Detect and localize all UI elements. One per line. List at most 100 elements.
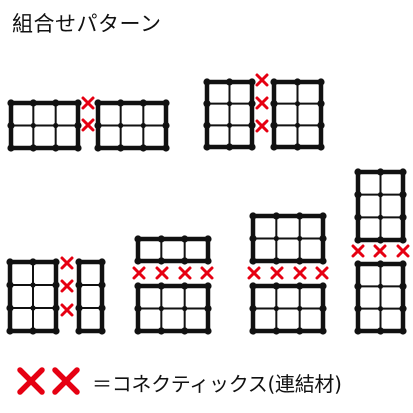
joint-dot (6, 281, 14, 289)
joint-dot (354, 236, 362, 244)
joint-dot (181, 235, 189, 243)
pattern3-right-panel (75, 258, 106, 335)
legend-label: ＝コネクティックス(連結材) (92, 372, 342, 396)
joint-dot (319, 212, 327, 220)
joint-dot (6, 258, 14, 266)
joint-dot (30, 122, 36, 129)
joint-dot (204, 327, 212, 335)
joint-dot (376, 236, 385, 244)
joint-dot (30, 305, 36, 311)
joint-dot (7, 144, 15, 152)
joint-dot (29, 258, 37, 266)
joint-dot (204, 304, 212, 313)
joint-dot (272, 212, 280, 220)
pattern5-top-panel (249, 212, 327, 265)
joint-dot (248, 78, 256, 86)
legend-connector-x-icon (52, 367, 80, 395)
connector-x-icon (315, 266, 329, 280)
joint-dot (204, 282, 212, 290)
joint-dot (354, 282, 362, 290)
joint-dot (7, 99, 15, 107)
connector-x-icon (81, 118, 95, 132)
joint-dot (376, 260, 385, 268)
joint-dot (319, 234, 327, 243)
connector-x-icon (255, 73, 269, 87)
joint-dot (249, 282, 257, 290)
joint-dot (117, 144, 125, 152)
joint-dot (74, 99, 82, 107)
joint-dot (399, 305, 407, 313)
connector-x-icon (351, 244, 365, 258)
joint-dot (272, 282, 280, 290)
joint-dot (30, 282, 36, 288)
joint-dot (317, 143, 325, 151)
joint-dot (94, 121, 102, 130)
joint-dot (181, 282, 189, 290)
joint-dot (354, 213, 362, 221)
joint-dot (249, 234, 257, 243)
joint-dot (74, 121, 82, 130)
connector-x-icon (247, 266, 261, 280)
joint-dot (296, 257, 304, 265)
joint-dot (94, 144, 102, 152)
joint-dot (294, 101, 301, 107)
joint-dot (319, 257, 327, 265)
pattern4-top-panel (134, 235, 212, 265)
joint-dot (98, 327, 106, 335)
connector-x-icon (178, 266, 192, 280)
joint-dot (317, 100, 325, 108)
joint-dot (118, 122, 124, 129)
connector-x-icon (396, 244, 410, 258)
joint-dot (181, 327, 189, 335)
joint-dot (377, 192, 384, 198)
joint-dot (157, 257, 165, 265)
joint-dot (98, 281, 106, 289)
joint-dot (7, 121, 15, 130)
joint-dot (203, 100, 211, 108)
joint-dot (249, 212, 257, 220)
pattern5-bottom-panel (249, 282, 327, 335)
joint-dot (29, 99, 37, 107)
joint-dot (354, 305, 362, 313)
joint-dot (272, 257, 280, 265)
joint-dot (294, 122, 301, 128)
pattern6-bottom-panel (354, 260, 407, 335)
pattern1-left-panel (7, 99, 82, 152)
joint-dot (270, 121, 278, 129)
joint-dot (74, 144, 82, 152)
joint-dot (204, 235, 212, 243)
joint-dot (75, 258, 83, 266)
pattern3-left-panel (6, 258, 60, 335)
panel-frame (135, 236, 211, 264)
joint-dot (6, 304, 14, 312)
joint-dot (319, 327, 327, 335)
joint-dot (226, 101, 233, 107)
joint-dot (317, 78, 325, 86)
joint-dot (75, 281, 83, 289)
joint-dot (52, 258, 60, 266)
joint-dot (317, 121, 325, 129)
connector-x-icon (81, 96, 95, 110)
joint-dot (134, 327, 142, 335)
connector-x-icon (60, 256, 74, 270)
joint-dot (134, 257, 142, 265)
joint-dot (140, 122, 146, 129)
joint-dot (249, 304, 257, 313)
connector-x-icon (255, 96, 269, 110)
page-title: 組合せパターン (12, 12, 162, 36)
joint-dot (272, 327, 280, 335)
joint-dot (399, 236, 407, 244)
joint-dot (157, 282, 165, 290)
connector-x-icon (270, 266, 284, 280)
pattern2-right-panel (270, 78, 325, 151)
legend-connector-x-icon (17, 367, 45, 395)
joint-dot (53, 122, 59, 129)
joint-dot (354, 168, 362, 176)
joint-dot (376, 168, 385, 176)
joint-dot (158, 305, 164, 312)
joint-dot (270, 143, 278, 151)
joint-dot (6, 327, 14, 335)
joint-dot (52, 327, 60, 335)
joint-dot (354, 260, 362, 268)
joint-dot (203, 143, 211, 151)
